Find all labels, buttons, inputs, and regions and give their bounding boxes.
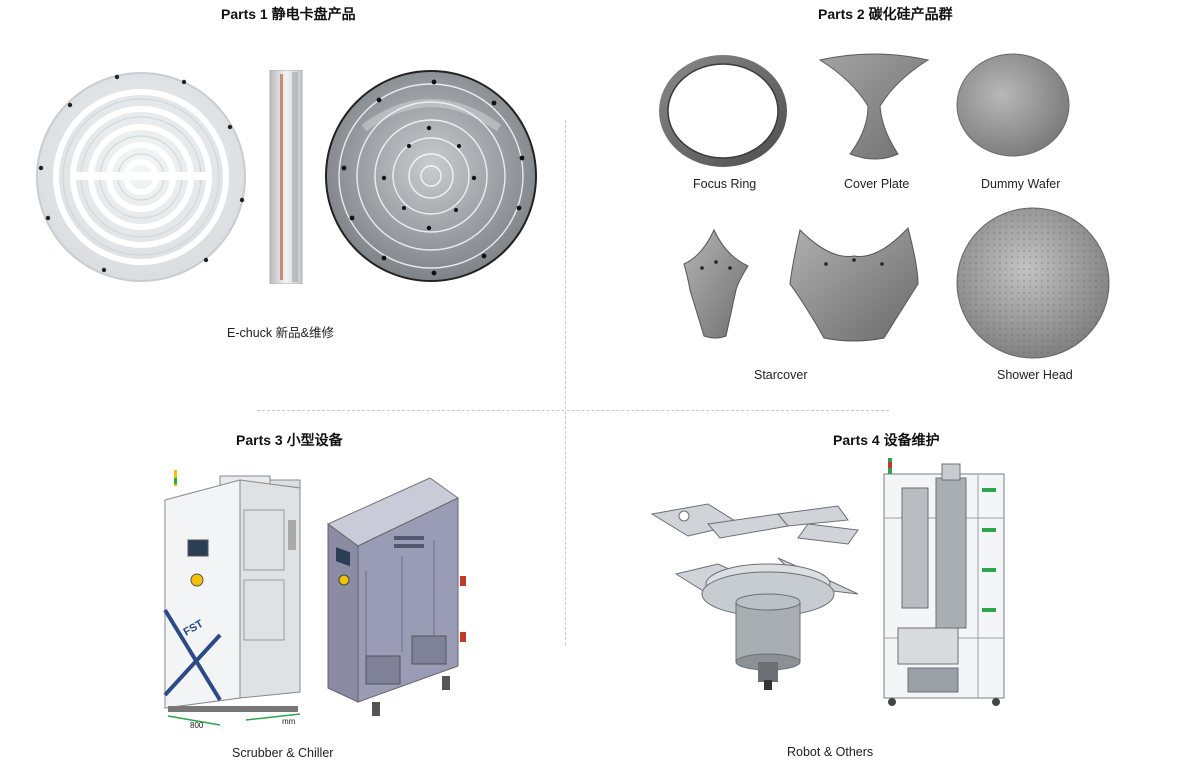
parts2-title: Parts 2 碳化硅产品群 [818, 6, 953, 22]
dummy-wafer-label: Dummy Wafer [981, 177, 1061, 191]
parts3-caption: Scrubber & Chiller [232, 746, 334, 760]
dummy-wafer-image [956, 53, 1070, 157]
echuck-side-image [269, 70, 303, 284]
horizontal-divider [257, 410, 889, 411]
focus-ring-image [659, 55, 787, 167]
starcover-small-image [683, 228, 749, 339]
chiller-image [327, 477, 466, 716]
echuck-bottom-image [325, 70, 537, 282]
dimension-left: 800 [190, 721, 204, 730]
dimension-right: mm [282, 717, 296, 726]
parts1-caption: E-chuck 新品&维修 [227, 326, 334, 340]
parts4-caption: Robot & Others [787, 745, 874, 759]
robot-image [650, 503, 859, 690]
parts3-title: Parts 3 小型设备 [236, 432, 343, 448]
cover-plate-label: Cover Plate [844, 177, 910, 191]
vertical-divider [565, 120, 566, 645]
parts4-title: Parts 4 设备维护 [833, 432, 940, 448]
shower-head-label: Shower Head [997, 368, 1073, 382]
shower-head-image [956, 207, 1110, 359]
scrubber-image: FST 800 mm [163, 470, 301, 730]
maintenance-equipment-image [883, 458, 1005, 706]
starcover-large-image [789, 226, 919, 342]
parts1-title: Parts 1 静电卡盘产品 [221, 6, 356, 22]
focus-ring-label: Focus Ring [693, 177, 757, 191]
echuck-top-image [36, 72, 246, 282]
starcover-label: Starcover [754, 368, 808, 382]
cover-plate-image [818, 53, 930, 160]
